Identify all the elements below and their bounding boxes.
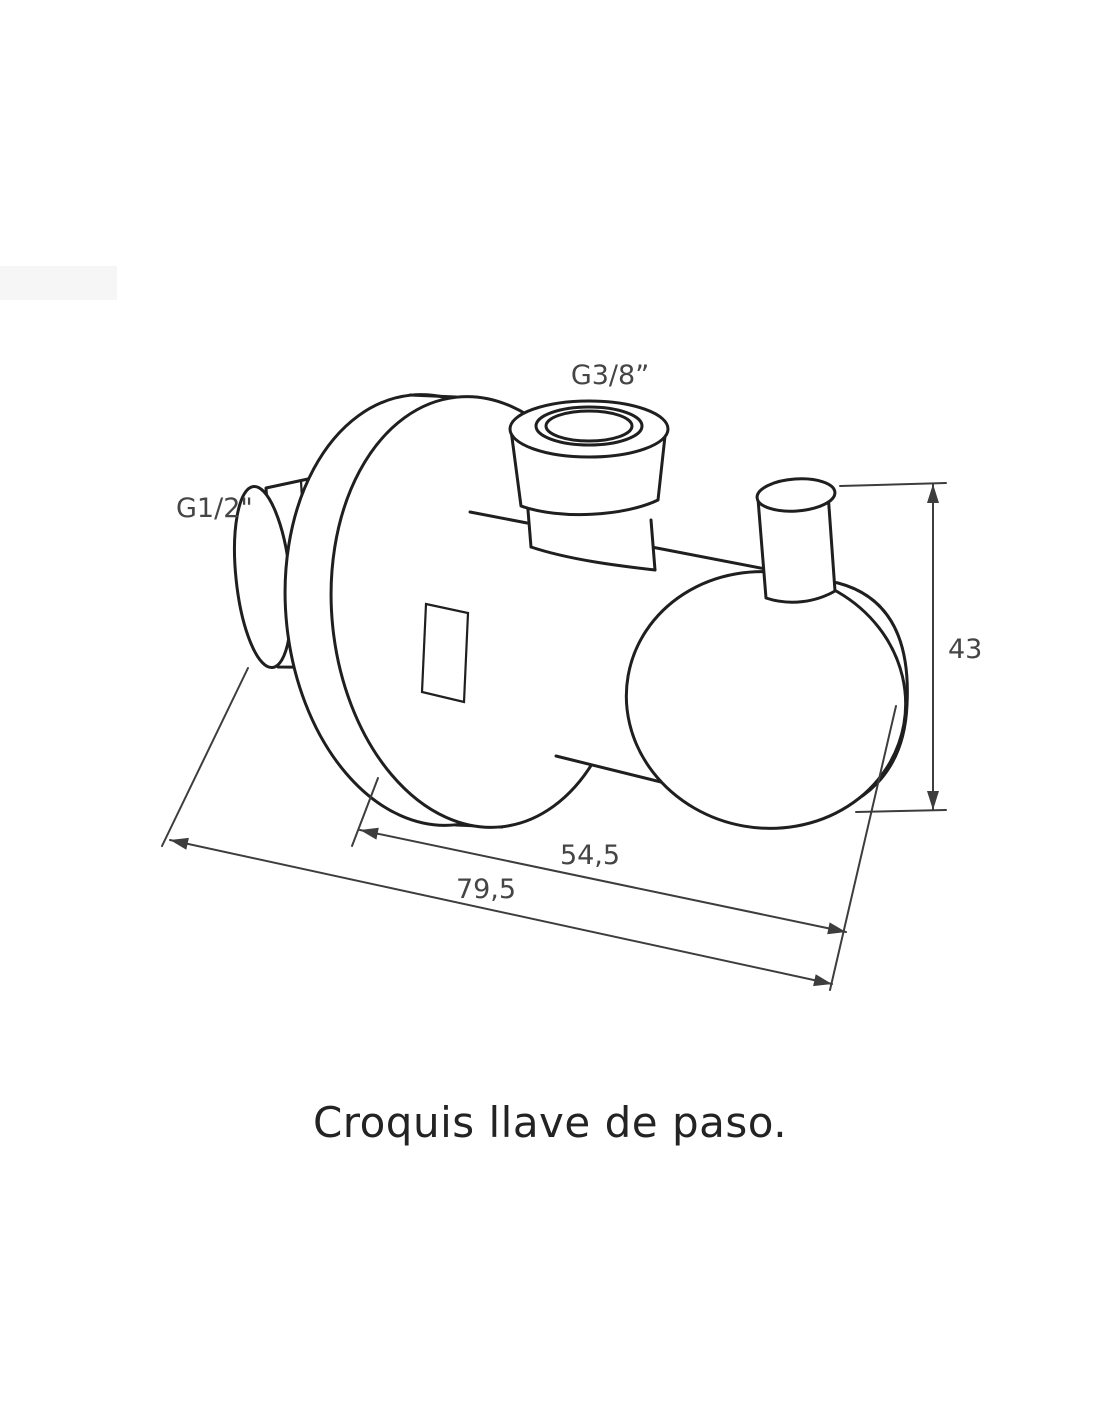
dim795-arrow-right: [813, 974, 832, 987]
flange-top-edge: [408, 393, 458, 399]
background-artifact: [0, 266, 117, 300]
dimension-43: 43: [839, 482, 982, 813]
dim795-label: 79,5: [456, 874, 516, 905]
knob-top: [755, 477, 837, 513]
dim795-ext-left: [161, 667, 249, 847]
outlet-neck-right: [649, 518, 657, 572]
dim545-line: [359, 829, 847, 933]
flange-face-detail: [420, 602, 470, 704]
dim545-ext-left: [351, 777, 379, 847]
control-knob: [755, 477, 837, 604]
dim43-ext-top: [839, 482, 947, 487]
label-g12: G1/2": [176, 493, 253, 524]
label-g38: G3/8”: [571, 360, 649, 391]
g38-outlet: [508, 399, 670, 572]
dim795-line: [169, 839, 833, 985]
outlet-collar: [509, 425, 668, 517]
outlet-saddle-curve: [529, 545, 657, 572]
knob-sides: [756, 491, 837, 604]
dim43-label: 43: [948, 634, 982, 665]
dim545-label: 54,5: [560, 840, 620, 871]
dim795-arrow-left: [170, 837, 189, 850]
knob-fill: [758, 493, 835, 603]
drawing-caption: Croquis llave de paso.: [312, 1098, 788, 1147]
dim-ext-right: [829, 705, 897, 991]
dim545-arrow-left: [360, 827, 379, 840]
dim545-arrow-right: [827, 922, 846, 935]
dimension-79-5: 79,5: [161, 667, 833, 987]
dim43-arrow-bottom: [927, 791, 939, 810]
dim43-arrow-top: [927, 484, 939, 503]
dimension-54-5: 54,5: [351, 705, 897, 991]
outlet-bore: [544, 409, 634, 443]
